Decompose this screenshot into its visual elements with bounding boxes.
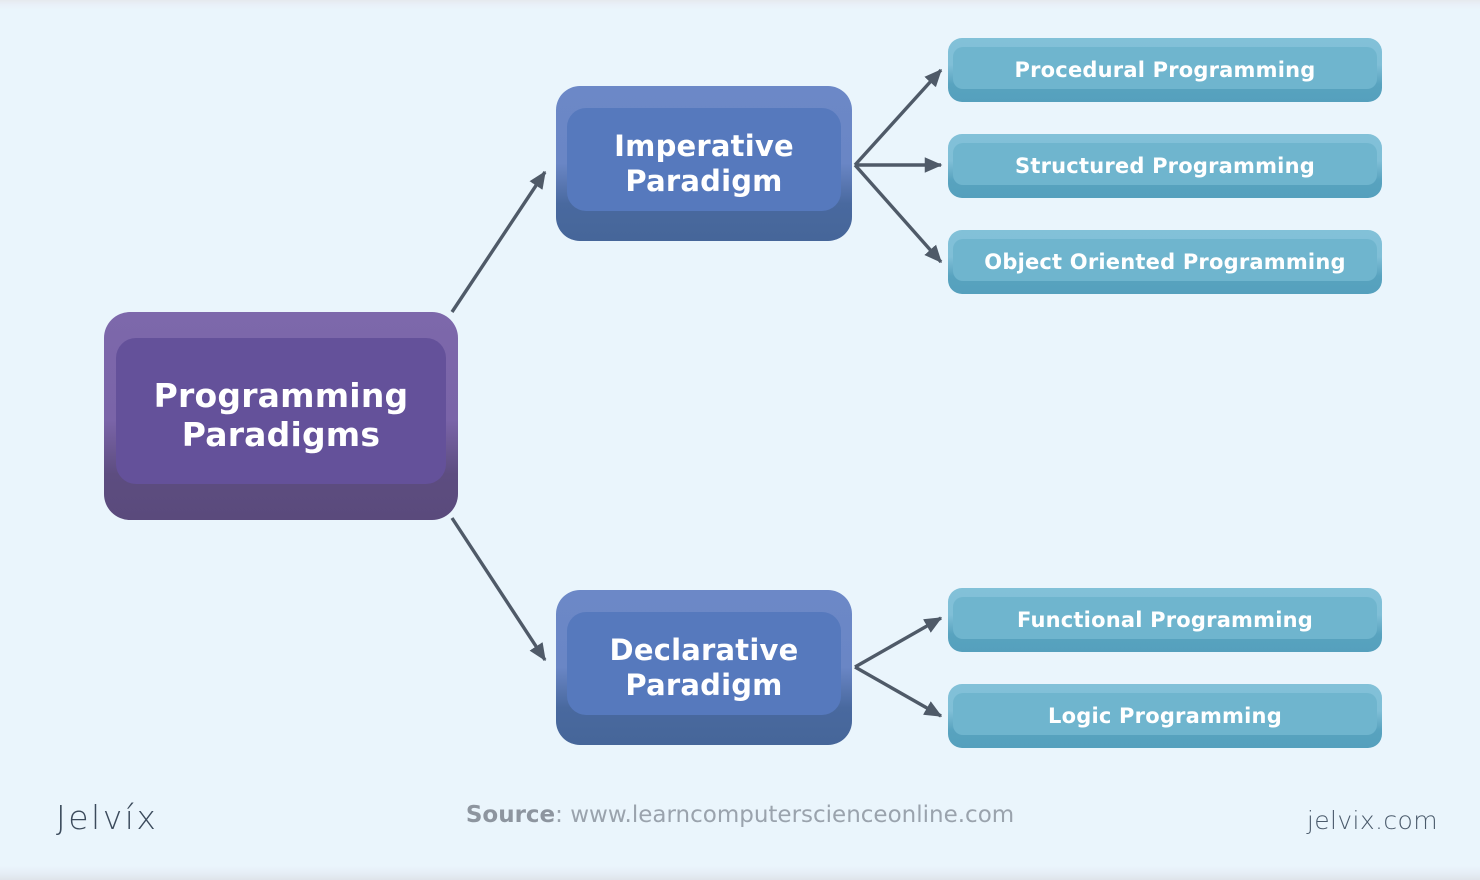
logo-letter-i-accented: í: [124, 798, 137, 837]
source-url: www.learncomputerscienceonline.com: [570, 802, 1015, 828]
node-programming-paradigms[interactable]: Programming Paradigms: [104, 312, 458, 520]
node-inner-face: [567, 612, 841, 715]
node-label-programming-paradigms: Programming Paradigms: [153, 376, 409, 454]
node-inner-face: [953, 47, 1377, 89]
node-logic-programming[interactable]: Logic Programming: [948, 684, 1382, 748]
jelvix-logo: Jelvíx: [56, 798, 158, 837]
logo-letter: J: [56, 798, 69, 837]
node-inner-face: [953, 597, 1377, 639]
edge-declarative-to-functional: [854, 616, 943, 669]
node-structured-programming[interactable]: Structured Programming: [948, 134, 1382, 198]
node-inner-face: [953, 239, 1377, 281]
logo-letter: v: [102, 798, 125, 837]
node-inner-face: [953, 693, 1377, 735]
node-inner-face: [116, 338, 446, 484]
node-label-declarative-paradigm: Declarative Paradigm: [609, 633, 799, 702]
jelvix-domain-label: jelvix.com: [1306, 806, 1438, 835]
logo-letter: e: [68, 798, 92, 837]
node-inner-face: [567, 108, 841, 211]
node-label-structured-programming: Structured Programming: [1015, 153, 1315, 178]
node-imperative-paradigm[interactable]: Imperative Paradigm: [556, 86, 852, 241]
edge-root-to-imperative: [450, 170, 547, 313]
logo-letter: l: [91, 798, 103, 837]
edge-imperative-to-procedural: [853, 68, 943, 167]
node-procedural-programming[interactable]: Procedural Programming: [948, 38, 1382, 102]
node-label-logic-programming: Logic Programming: [1048, 703, 1282, 728]
logo-letter: x: [136, 798, 159, 837]
node-inner-face: [953, 143, 1377, 185]
edge-root-to-declarative: [450, 517, 547, 662]
source-attribution: Source: www.learncomputerscienceonline.c…: [0, 802, 1480, 828]
source-separator: :: [555, 802, 571, 828]
node-label-object-oriented-programming: Object Oriented Programming: [984, 249, 1346, 274]
edge-imperative-to-oop: [853, 163, 943, 264]
node-object-oriented-programming[interactable]: Object Oriented Programming: [948, 230, 1382, 294]
node-functional-programming[interactable]: Functional Programming: [948, 588, 1382, 652]
node-label-functional-programming: Functional Programming: [1016, 607, 1314, 632]
node-label-imperative-paradigm: Imperative Paradigm: [614, 129, 794, 198]
edge-declarative-to-logic: [854, 665, 943, 718]
source-label: Source: [465, 802, 556, 828]
node-label-procedural-programming: Procedural Programming: [1014, 57, 1316, 82]
node-declarative-paradigm[interactable]: Declarative Paradigm: [556, 590, 852, 745]
